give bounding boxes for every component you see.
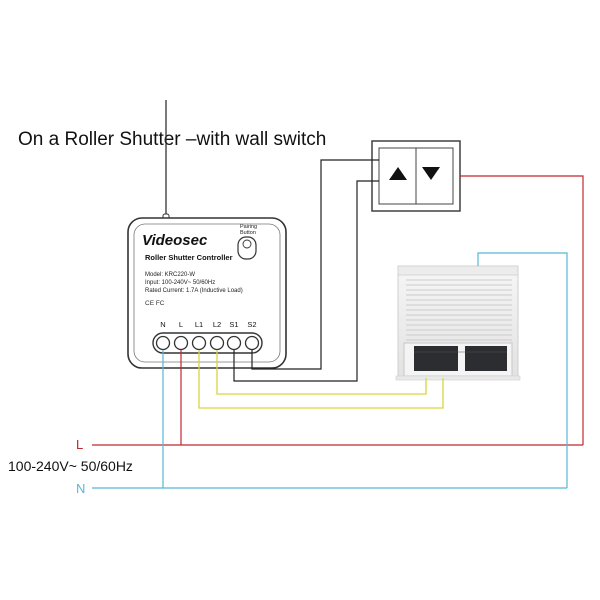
- live-wires: [92, 175, 584, 446]
- terminal-s2: [244, 335, 260, 351]
- neutral-wires: [92, 252, 568, 489]
- brand-logo: Videosec: [142, 232, 208, 249]
- pairing-label-line2: Button: [240, 230, 256, 236]
- window-pane-left: [414, 346, 458, 371]
- terminal-label-l2: L2: [213, 320, 221, 329]
- switch-wires: [233, 159, 379, 382]
- terminal-l1: [191, 335, 207, 351]
- supply-voltage-label: 100-240V~ 50/60Hz: [8, 458, 133, 474]
- terminal-s1: [226, 335, 242, 351]
- model-label: Model: KRC220-W: [145, 272, 195, 278]
- certification-marks: CE FC: [145, 300, 165, 307]
- controller-inner-frame: [133, 223, 281, 363]
- product-name: Roller Shutter Controller: [145, 253, 233, 262]
- live-line-label: L: [76, 437, 83, 452]
- wire-s1-to-switch: [233, 180, 379, 382]
- motor-wires: [198, 350, 444, 409]
- terminal-label-l1: L1: [195, 320, 203, 329]
- wire-l1-to-motor: [198, 350, 444, 409]
- window-pane-right: [465, 346, 507, 371]
- diagram-title: On a Roller Shutter –with wall switch: [18, 129, 326, 150]
- terminal-n: [155, 335, 171, 351]
- wire-neutral-to-motor: [477, 252, 568, 488]
- arrow-down-icon[interactable]: [422, 167, 440, 180]
- neutral-line-label: N: [76, 481, 85, 496]
- wall-switch: [371, 140, 461, 212]
- terminal-label-s2: S2: [247, 320, 256, 329]
- pairing-button-cap: [242, 239, 252, 249]
- input-label: Input: 100-240V~ 50/60Hz: [145, 280, 215, 286]
- roller-shutter-controller: Videosec Roller Shutter Controller Model…: [127, 217, 287, 369]
- arrow-up-icon[interactable]: [389, 167, 407, 180]
- terminal-label-l: L: [179, 320, 183, 329]
- pairing-label-line1: Pairing: [240, 224, 257, 230]
- window-sill: [395, 375, 521, 381]
- wire-s2-to-switch: [251, 159, 379, 370]
- shutter-top-housing: [397, 265, 519, 276]
- wire-live-to-switch: [460, 175, 584, 445]
- shutter-slats: [406, 279, 512, 341]
- terminal-label-n: N: [160, 320, 165, 329]
- terminal-label-s1: S1: [229, 320, 238, 329]
- terminal-l: [173, 335, 189, 351]
- roller-shutter: [395, 265, 521, 381]
- wire-l2-to-motor: [216, 350, 427, 395]
- terminal-l2: [209, 335, 225, 351]
- rated-current-label: Rated Current: 1.7A (Inductive Load): [145, 288, 243, 294]
